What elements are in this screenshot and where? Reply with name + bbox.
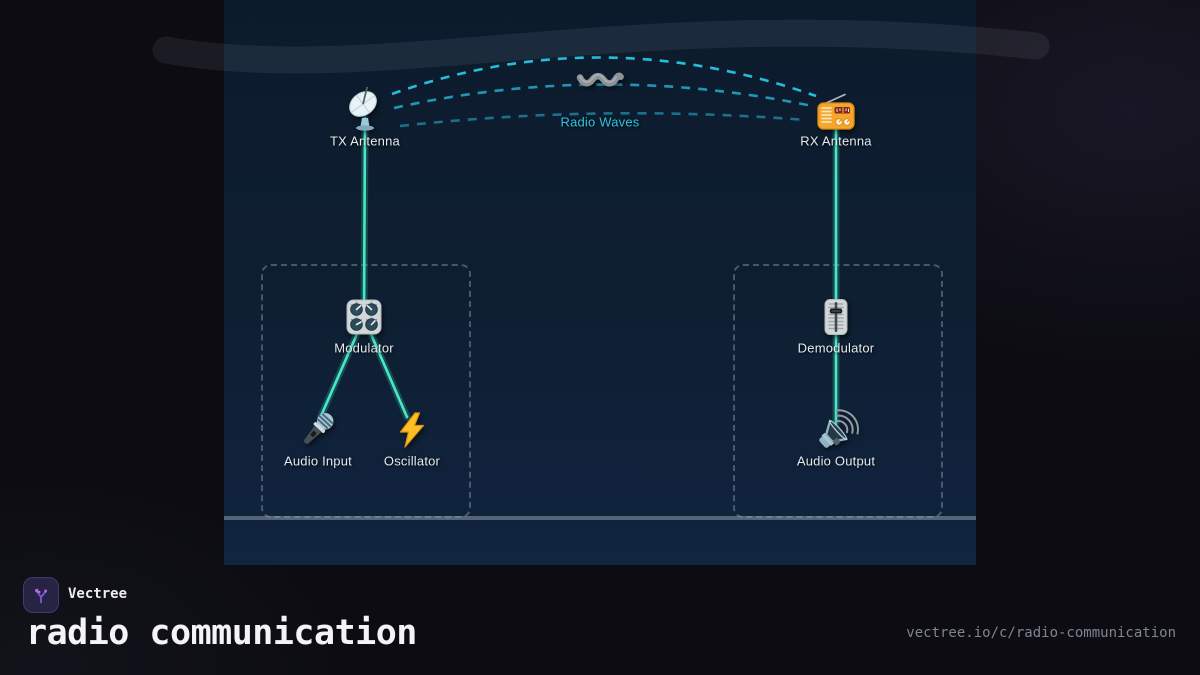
node-label-demodulator: Demodulator xyxy=(797,340,875,356)
footer: Vectree radio communication vectree.io/c… xyxy=(0,565,1200,675)
share-url[interactable]: vectree.io/c/radio-communication xyxy=(906,625,1176,641)
lightning-bolt-icon xyxy=(393,411,431,449)
radio-icon xyxy=(814,92,858,136)
rx-group-box xyxy=(733,264,943,518)
node-label-audio-input: Audio Input xyxy=(284,453,352,469)
page-title: radio communication xyxy=(26,613,417,653)
vectree-logo xyxy=(23,577,59,613)
microphone-icon xyxy=(296,407,340,451)
wavy-dash-icon xyxy=(576,70,624,90)
node-label-tx-antenna: TX Antenna xyxy=(330,133,400,149)
brand-name: Vectree xyxy=(68,586,128,602)
node-label-modulator: Modulator xyxy=(334,340,394,356)
satellite-dish-icon xyxy=(342,87,388,133)
node-label-audio-output: Audio Output xyxy=(796,453,876,469)
node-label-rx-antenna: RX Antenna xyxy=(800,133,872,149)
node-label-oscillator: Oscillator xyxy=(383,453,441,469)
control-knobs-icon xyxy=(343,296,385,338)
loudspeaker-icon xyxy=(813,407,859,453)
vectree-logo-icon xyxy=(35,588,48,604)
edge-label-radio-waves: Radio Waves xyxy=(560,114,640,130)
level-slider-icon xyxy=(815,296,857,338)
